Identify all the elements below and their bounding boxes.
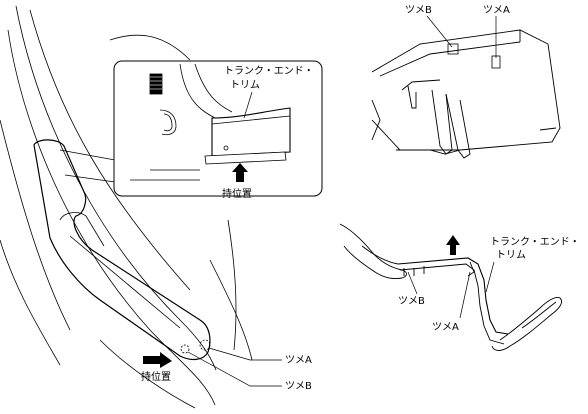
trim-support-leg <box>431 89 453 155</box>
inset-trim-piece <box>211 107 291 157</box>
inset-grip-label: 持位置 <box>222 187 252 200</box>
body-contour-line <box>227 219 237 351</box>
body-contour-line <box>0 119 71 331</box>
topright-claw-b-label: ツメB <box>405 5 432 16</box>
lower-right-view <box>339 223 563 351</box>
inset-trim-piece <box>211 115 291 125</box>
trunk-end-trim-shape <box>33 139 211 361</box>
top-right-view <box>371 29 561 159</box>
inset-part-label-line2: トリム <box>230 79 260 91</box>
trim-back-outline <box>539 127 557 131</box>
inset-drawing <box>130 63 291 181</box>
lowright-part-label-line2: トリム <box>496 249 526 261</box>
lowright-part-leader-line <box>485 261 495 293</box>
body-contour-line <box>15 5 217 371</box>
trim-profile <box>399 263 505 345</box>
trim-profile <box>467 261 475 277</box>
trim-support-leg <box>445 93 471 159</box>
topright-claw-b-leader-line <box>426 15 453 48</box>
lowright-part-label-line1: トランク・エンド・ <box>490 236 580 248</box>
body-contour-line <box>99 339 196 409</box>
trunk-end-trim-shape <box>59 212 105 247</box>
body-contour-line <box>7 29 216 406</box>
trim-support-leg <box>407 85 417 109</box>
trim-back-outline <box>396 149 461 155</box>
main-view <box>0 5 253 409</box>
claw-b-tab <box>447 43 459 55</box>
inset-body-line <box>179 63 216 119</box>
lowright-claw-a-label: ツメA <box>432 322 459 333</box>
lowright-claw-b-label: ツメB <box>398 296 425 307</box>
trim-back-outline <box>401 79 441 91</box>
trim-profile <box>403 266 425 276</box>
right-hand-sketch <box>521 301 557 329</box>
claw-b-leader-line <box>187 351 282 387</box>
inset-grip-arrow <box>232 163 248 182</box>
body-contour-line <box>209 259 253 361</box>
main-claw-a-label: ツメA <box>285 355 312 366</box>
inset-body-line <box>163 113 173 132</box>
trim-profile <box>397 257 509 335</box>
inset-body-line <box>194 63 233 113</box>
claw-b-location-marker <box>180 344 190 354</box>
lowright-claw-b-leader-line <box>407 271 418 295</box>
claw-a-location-marker <box>199 339 211 351</box>
grip-position-arrow <box>143 352 172 368</box>
body-contour-line <box>29 9 191 291</box>
body-contour-line <box>109 34 191 61</box>
trim-back-outline <box>379 41 521 77</box>
inset-part-label-line1: トランク・エンド・ <box>224 65 314 77</box>
body-contour-line <box>0 239 61 366</box>
lowright-claw-a-leader-line <box>459 271 471 319</box>
claw-a-leader-line <box>208 347 282 361</box>
body-contour-line <box>64 174 116 183</box>
removal-direction-arrow <box>446 235 460 255</box>
trim-back-outline <box>371 99 381 141</box>
topright-claw-a-label: ツメA <box>483 5 510 16</box>
inset-body-line <box>159 109 177 136</box>
left-hand-sketch <box>339 223 407 279</box>
inset-trim-piece <box>204 151 287 165</box>
trunk-end-trim-shape <box>69 235 181 329</box>
right-hand-sketch <box>491 297 563 351</box>
body-contour-line <box>59 149 116 161</box>
inset-part-leader-line <box>243 91 253 119</box>
main-claw-b-label: ツメB <box>285 381 312 392</box>
left-hand-sketch <box>361 245 399 265</box>
main-grip-label: 持位置 <box>141 370 171 383</box>
